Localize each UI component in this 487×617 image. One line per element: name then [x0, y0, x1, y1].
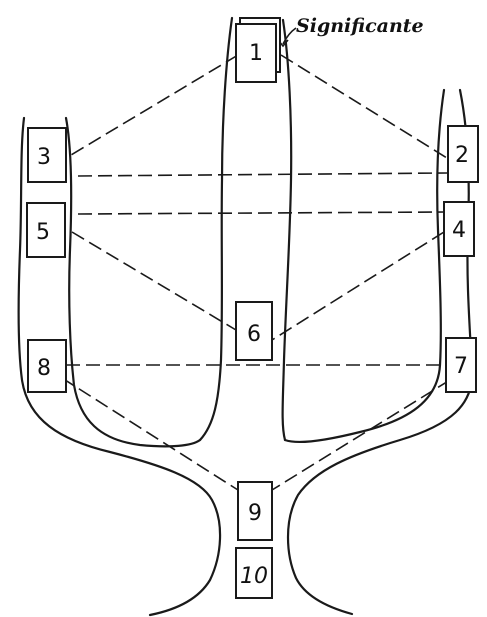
box-6-label: 6: [247, 322, 261, 347]
connection-4-6: [272, 232, 444, 340]
connection-3-2: [78, 173, 447, 176]
connection-5-6: [72, 232, 236, 330]
box-2: 2: [448, 126, 478, 182]
significante-caption: Significante: [278, 15, 424, 46]
left-arm-inner: [66, 118, 200, 446]
connection-7-9: [272, 380, 450, 490]
connection-1-2: [281, 55, 447, 158]
box-9-label: 9: [248, 501, 262, 526]
box-4-label: 4: [452, 218, 466, 243]
box-1-label: 1: [249, 41, 263, 66]
box-8: 8: [28, 340, 66, 392]
box-9: 9: [238, 482, 272, 540]
box-7-label: 7: [454, 354, 468, 379]
sefirot-boxes: 1 2 3 4 5 6 7 8: [27, 18, 478, 598]
box-1: 1: [236, 18, 280, 82]
dashed-connections: [62, 55, 450, 490]
connection-1-3: [66, 55, 238, 158]
box-3-label: 3: [37, 145, 51, 170]
box-2-label: 2: [455, 143, 469, 168]
box-8-label: 8: [37, 356, 51, 381]
box-5-label: 5: [36, 220, 50, 245]
box-10-label: 10: [240, 564, 268, 589]
trunk-left-edge: [200, 18, 232, 440]
connection-8-9: [62, 378, 238, 490]
connection-5-4: [78, 212, 444, 214]
box-5: 5: [27, 203, 65, 257]
trunk-right-edge: [283, 20, 292, 440]
box-10: 10: [236, 548, 272, 598]
box-3: 3: [28, 128, 66, 182]
box-7: 7: [446, 338, 476, 392]
right-arm-outer: [288, 90, 472, 614]
box-4: 4: [444, 202, 474, 256]
box-6: 6: [236, 302, 272, 360]
caption-text: Significante: [296, 15, 424, 37]
right-arm-inner: [285, 90, 444, 442]
